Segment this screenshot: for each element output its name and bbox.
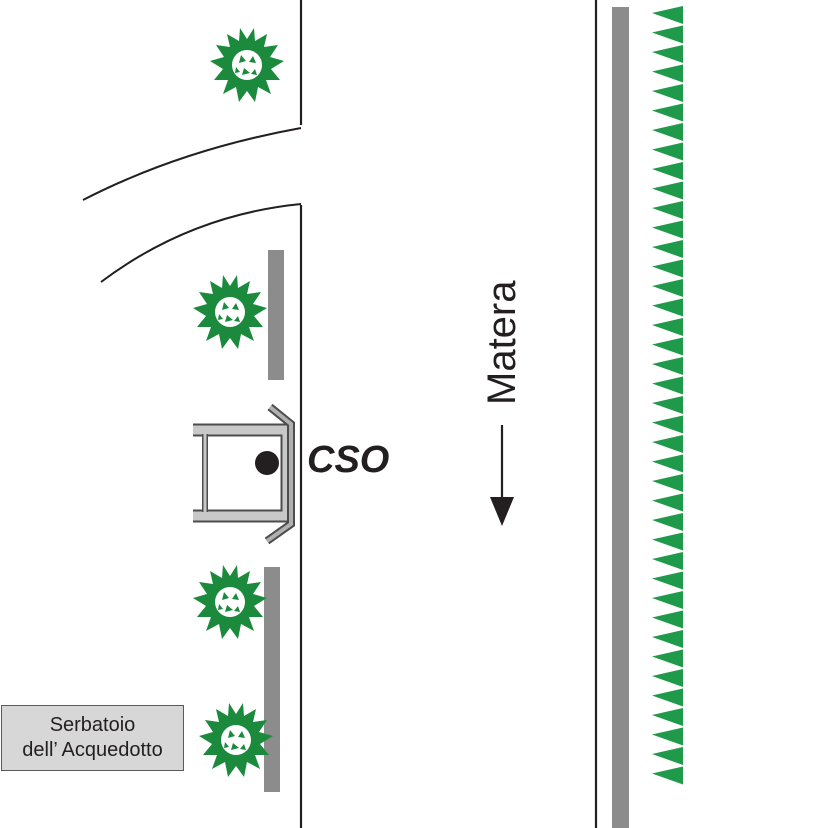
hedge-row [652, 6, 683, 785]
hedge-triangle [652, 103, 683, 122]
hedge-triangle [652, 84, 683, 102]
hedge-triangle [652, 298, 683, 317]
side-road-lower-edge [100, 203, 302, 283]
hedge-triangle [652, 201, 683, 219]
hedge-triangle [652, 630, 683, 648]
hedge-triangle [652, 6, 683, 24]
hedge-triangle [652, 64, 683, 83]
hedge-triangle [652, 513, 683, 531]
hedge-triangle [652, 493, 683, 512]
hedge-triangle [652, 396, 683, 414]
tree-icon [210, 28, 284, 102]
hedge-triangle [652, 532, 683, 551]
hedge-triangle [652, 747, 683, 765]
hedge-triangle [652, 162, 683, 180]
hedge-triangle [652, 591, 683, 609]
side-road-upper-edge [82, 127, 302, 201]
hedge-triangle [652, 688, 683, 707]
hedge-triangle [652, 571, 683, 590]
hedge-triangle [652, 142, 683, 161]
tree-icon [193, 565, 267, 639]
wall-upper-left [268, 250, 284, 380]
hedge-triangle [652, 376, 683, 395]
hedge-triangle [652, 766, 683, 785]
hedge-triangle [652, 220, 683, 239]
hedge-triangle [652, 318, 683, 336]
hedge-triangle [652, 123, 683, 141]
water-tank-box: Serbatoio dell’ Acquedotto [1, 705, 184, 771]
hedge-triangle [652, 474, 683, 492]
filled-circle-icon [255, 451, 279, 475]
hedge-triangle [652, 357, 683, 375]
hedge-triangle [652, 181, 683, 200]
hedge-triangle [652, 45, 683, 63]
arrow-down-icon [490, 425, 514, 526]
hedge-triangle [652, 649, 683, 668]
hedge-triangle [652, 259, 683, 278]
cso-structure [193, 403, 295, 545]
hedge-triangle [652, 610, 683, 629]
hedge-triangle [652, 435, 683, 453]
direction-label: Matera [480, 280, 524, 405]
tank-label-line2: dell’ Acquedotto [22, 739, 163, 761]
wall-right [612, 7, 629, 828]
wall-lower-left [264, 567, 280, 792]
hedge-triangle [652, 279, 683, 297]
cso-label: CSO [307, 439, 389, 481]
hedge-triangle [652, 669, 683, 687]
hedge-triangle [652, 727, 683, 746]
hedge-triangle [652, 552, 683, 570]
tree-icon [193, 275, 267, 349]
hedge-triangle [652, 240, 683, 258]
hedge-triangle [652, 708, 683, 726]
tank-label-line1: Serbatoio [49, 714, 136, 736]
hedge-triangle [652, 454, 683, 473]
hedge-triangle [652, 415, 683, 434]
hedge-triangle [652, 337, 683, 356]
hedge-triangle [652, 25, 683, 44]
tree-icon [199, 703, 273, 777]
